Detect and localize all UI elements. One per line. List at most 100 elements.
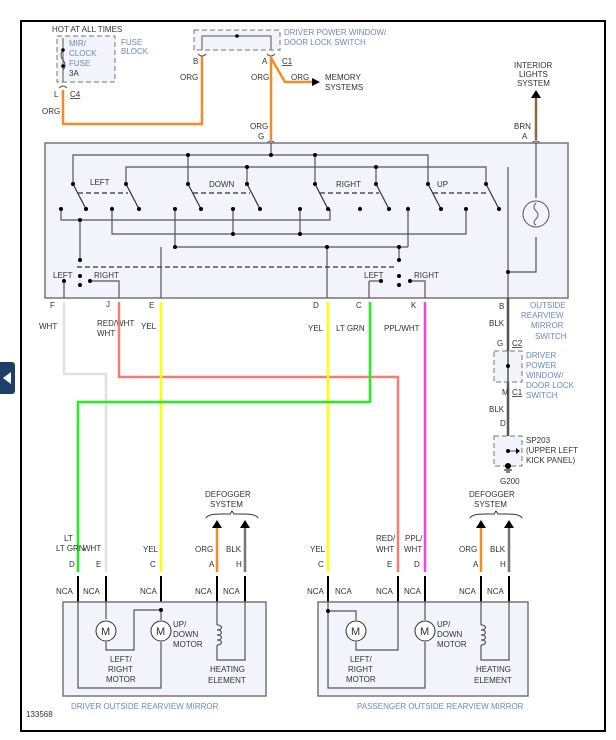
passenger-lr-motor-icon xyxy=(345,620,367,642)
svg-text:NCA: NCA xyxy=(223,587,241,596)
interior-label-2: LIGHTS xyxy=(519,70,548,79)
driver-lr-motor-icon xyxy=(95,620,117,642)
svg-text:M: M xyxy=(420,626,429,638)
svg-text:H: H xyxy=(236,560,242,569)
splice-label-2: (UPPER LEFT xyxy=(526,446,578,455)
passenger-heater-label-1: HEATING xyxy=(476,665,511,674)
svg-text:D: D xyxy=(414,560,420,569)
svg-text:YEL: YEL xyxy=(310,545,326,554)
svg-text:YEL: YEL xyxy=(308,324,324,333)
svg-text:A: A xyxy=(473,560,479,569)
switch-in-wire: ORG xyxy=(250,122,268,131)
driver-mirror-box xyxy=(62,601,267,697)
passenger-defogger-1: DEFOGGER xyxy=(469,490,515,499)
svg-text:C: C xyxy=(318,560,324,569)
wire-lt-grn xyxy=(76,302,372,572)
wire-org-memory xyxy=(269,57,312,84)
driver-lr-label-3: MOTOR xyxy=(106,675,136,684)
svg-text:NCA: NCA xyxy=(56,587,74,596)
svg-text:BLK: BLK xyxy=(226,545,242,554)
switch-in-pin: G xyxy=(258,132,264,141)
driver-ud-motor-icon xyxy=(150,620,172,642)
driver-lr-label-2: RIGHT xyxy=(108,665,133,674)
driver-heater-label-1: HEATING xyxy=(210,665,245,674)
wire-b-color: ORG xyxy=(180,73,198,82)
switch-name-3: MIRROR xyxy=(531,321,564,330)
passenger-ud-motor-icon xyxy=(414,620,436,642)
svg-text:C: C xyxy=(356,301,362,310)
svg-text:M: M xyxy=(351,626,360,638)
ground-dpw-label-5: SWITCH xyxy=(526,391,558,400)
svg-text:NCA: NCA xyxy=(83,587,101,596)
driver-defogger-arrow-2 xyxy=(240,520,250,528)
svg-text:LT GRN: LT GRN xyxy=(56,544,85,553)
label-left: LEFT xyxy=(90,178,110,187)
switch-pin-labels: F J E D C K B WHT RED/WHT YEL YEL LT GRN… xyxy=(39,300,505,333)
svg-text:J: J xyxy=(106,300,110,309)
ground-dpw-label-1: DRIVER xyxy=(526,351,556,360)
passenger-mirror-title: PASSENGER OUTSIDE REARVIEW MIRROR xyxy=(357,702,524,711)
ground-pin-d: D xyxy=(500,419,506,428)
driver-defogger-1: DEFOGGER xyxy=(205,490,251,499)
fuse-rating: 3A xyxy=(69,69,79,78)
passenger-heater-label-2: ELEMENT xyxy=(474,676,512,685)
svg-text:D: D xyxy=(69,560,75,569)
driver-ud-label-2: DOWN xyxy=(173,630,199,639)
memory-label-2: SYSTEMS xyxy=(325,83,363,92)
hot-label: HOT AT ALL TIMES xyxy=(52,25,122,34)
fuse-connector: C4 xyxy=(70,90,81,99)
svg-text:NCA: NCA xyxy=(404,587,422,596)
interior-wire: BRN xyxy=(514,122,531,131)
dpw-connector: C1 xyxy=(282,57,293,66)
dpw-pin-b: B xyxy=(193,57,198,66)
fuse-name-2: CLOCK xyxy=(69,49,97,58)
previous-page-button[interactable] xyxy=(0,362,15,394)
interior-label-1: INTERIOR xyxy=(514,61,552,70)
svg-text:D: D xyxy=(313,301,319,310)
switch-name-2: REARVIEW xyxy=(521,311,564,320)
svg-text:WHT: WHT xyxy=(376,545,394,554)
svg-text:NCA: NCA xyxy=(459,587,477,596)
splice-label-3: KICK PANEL) xyxy=(526,456,576,465)
passenger-ud-label-1: UP/ xyxy=(437,620,451,629)
ground-dpw-label-3: WINDOW/ xyxy=(526,371,564,380)
passenger-ud-label-2: DOWN xyxy=(437,630,463,639)
dpw-label-1: DRIVER POWER WINDOW/ xyxy=(284,28,387,37)
svg-text:PPL/: PPL/ xyxy=(405,534,423,543)
svg-text:E: E xyxy=(149,301,154,310)
wire-org-fuse xyxy=(61,56,204,126)
fuse-block-label-2: BLOCK xyxy=(121,47,149,56)
svg-text:WHT: WHT xyxy=(404,545,422,554)
switch-name-4: SWITCH xyxy=(535,332,567,341)
svg-text:LT: LT xyxy=(64,534,73,543)
fuse-block-label-1: FUSE xyxy=(121,38,142,47)
passenger-defogger-2: SYSTEM xyxy=(474,500,507,509)
memory-wire-color: ORG xyxy=(291,73,309,82)
svg-text:WHT: WHT xyxy=(39,322,57,331)
interior-pin: A xyxy=(522,132,528,141)
switch-gang-links xyxy=(77,192,489,268)
svg-text:PPL/WHT: PPL/WHT xyxy=(384,324,420,333)
svg-text:WHT: WHT xyxy=(83,544,101,553)
svg-text:BLK: BLK xyxy=(490,545,506,554)
ground-dpw-label-2: POWER xyxy=(526,361,556,370)
svg-text:E: E xyxy=(387,560,392,569)
dpw-label-2: DOOR LOCK SWITCH xyxy=(284,38,366,47)
label-sel-left: LEFT xyxy=(53,271,73,280)
fuse-wire-color: ORG xyxy=(42,107,60,116)
label-down: DOWN xyxy=(209,180,235,189)
fuse-name-3: FUSE xyxy=(69,59,90,68)
svg-text:K: K xyxy=(411,301,417,310)
driver-defogger-arrow-1 xyxy=(212,520,222,528)
dpw-switch-box xyxy=(193,29,281,51)
svg-text:RED/: RED/ xyxy=(376,534,396,543)
svg-text:NCA: NCA xyxy=(195,587,213,596)
driver-ud-label-3: MOTOR xyxy=(173,640,203,649)
passenger-pin-labels: YEL WHT WHT ORG BLK C E D A H NCA NCA NC… xyxy=(307,545,506,596)
label-right: RIGHT xyxy=(336,180,361,189)
wire-a-color: ORG xyxy=(251,73,269,82)
splice-arrow-icon xyxy=(516,448,520,454)
interior-arrow-icon xyxy=(531,90,541,98)
driver-pin-labels: LT GRN WHT YEL ORG BLK D E C A H NCA NCA… xyxy=(56,544,242,596)
